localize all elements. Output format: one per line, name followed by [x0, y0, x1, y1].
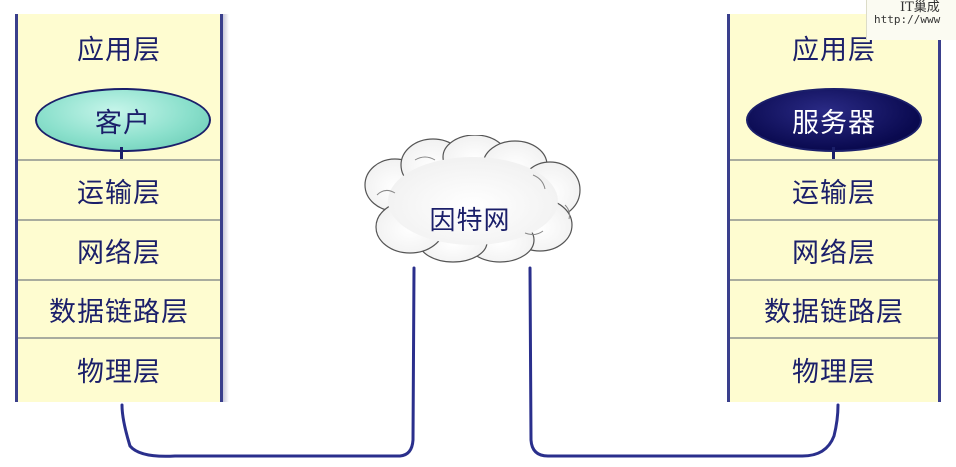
server-network-layer: 网络层 — [792, 237, 876, 269]
server-application-layer-label: 应用层 — [792, 35, 876, 66]
watermark-title: IT巢成 — [900, 0, 940, 15]
client-process: 客户 — [35, 88, 211, 152]
server-application-layer: 应用层 服务器 — [730, 14, 938, 159]
client-data-link-layer: 数据链路层 — [49, 296, 189, 328]
divider — [18, 337, 220, 339]
client-protocol-stack: 应用层 客户 运输层 网络层 数据链路层 物理层 — [15, 14, 229, 402]
divider — [730, 337, 938, 339]
divider — [730, 279, 938, 281]
server-physical-layer: 物理层 — [792, 356, 876, 388]
server-transport-layer: 运输层 — [792, 177, 876, 209]
server-data-link-layer: 数据链路层 — [764, 296, 904, 328]
watermark-box — [866, 0, 956, 40]
server-protocol-stack: 应用层 服务器 运输层 网络层 数据链路层 物理层 — [727, 14, 941, 402]
server-process-label: 服务器 — [792, 107, 876, 139]
client-process-label: 客户 — [95, 107, 151, 139]
server-connector — [832, 147, 835, 159]
client-transport-layer: 运输层 — [77, 177, 161, 209]
client-application-layer: 应用层 客户 — [18, 14, 220, 159]
divider — [18, 279, 220, 281]
divider — [18, 159, 220, 161]
divider — [730, 159, 938, 161]
server-cable — [528, 266, 840, 458]
client-network-layer: 网络层 — [77, 237, 161, 269]
divider — [18, 219, 220, 221]
internet-label: 因特网 — [429, 206, 511, 236]
client-cable — [120, 266, 416, 458]
client-physical-layer: 物理层 — [77, 356, 161, 388]
internet-cloud-icon — [364, 135, 581, 263]
server-process: 服务器 — [746, 88, 922, 152]
watermark-url: http://www — [874, 13, 941, 26]
divider — [730, 219, 938, 221]
client-application-layer-label: 应用层 — [77, 35, 161, 66]
client-connector — [120, 147, 123, 159]
